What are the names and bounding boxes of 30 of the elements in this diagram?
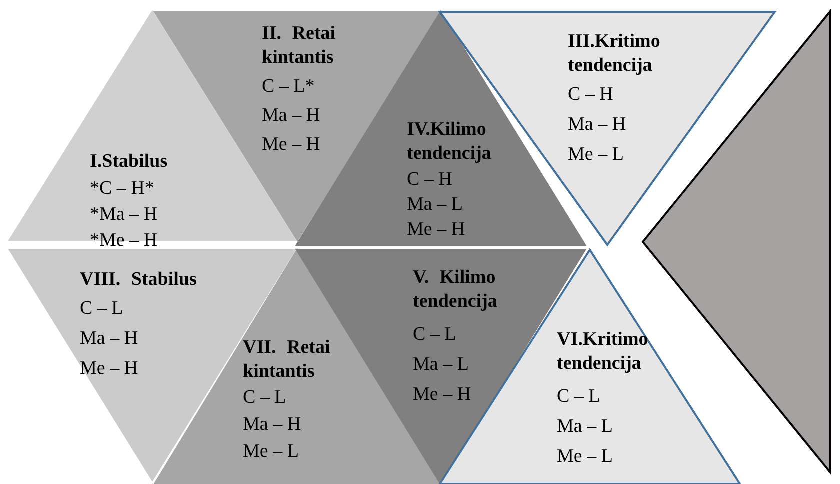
rating-line: Me – H — [413, 383, 472, 407]
rating-line: Ma – L — [557, 415, 614, 439]
rating-line: *C – H* — [90, 177, 156, 201]
rating-line: Me – L — [568, 143, 625, 167]
rating-line: C – L — [413, 323, 458, 347]
triangle-heading: I.Stabilus — [90, 150, 169, 174]
rating-line: C – L — [557, 385, 602, 409]
rating-line: C – H — [407, 168, 454, 192]
rating-line: Me – H — [262, 133, 322, 157]
triangle-heading: VII. Retai kintantis — [243, 336, 332, 384]
rating-line: C – L* — [262, 75, 316, 99]
triangle-heading: V. Kilimo tendencija — [413, 266, 498, 314]
rating-line: Ma – L — [413, 353, 470, 377]
triangle-heading: VIII. Stabilus — [80, 268, 198, 292]
rating-line: C – L — [80, 297, 124, 321]
rating-line: Me – H — [407, 218, 466, 242]
rating-line: Ma – L — [407, 193, 464, 217]
rating-line: Ma – H — [568, 113, 628, 137]
rating-line: Me – L — [243, 440, 300, 464]
triangle-heading: IV.Kilimo tendencija — [407, 118, 492, 166]
rating-line: Ma – H — [262, 104, 322, 128]
rating-line: *Ma – H — [90, 203, 159, 227]
rating-line: *Me – H — [90, 229, 159, 253]
triangle-heading: VI.Kritimo tendencija — [557, 328, 650, 376]
rating-line: Me – L — [557, 445, 614, 469]
triangle-heading: II. Retai kintantis — [262, 22, 337, 70]
triangle-heading: III.Kritimo tendencija — [568, 30, 662, 78]
rating-line: C – L — [243, 386, 288, 410]
rating-line: C – H — [568, 83, 614, 107]
rating-line: Ma – H — [243, 413, 302, 437]
